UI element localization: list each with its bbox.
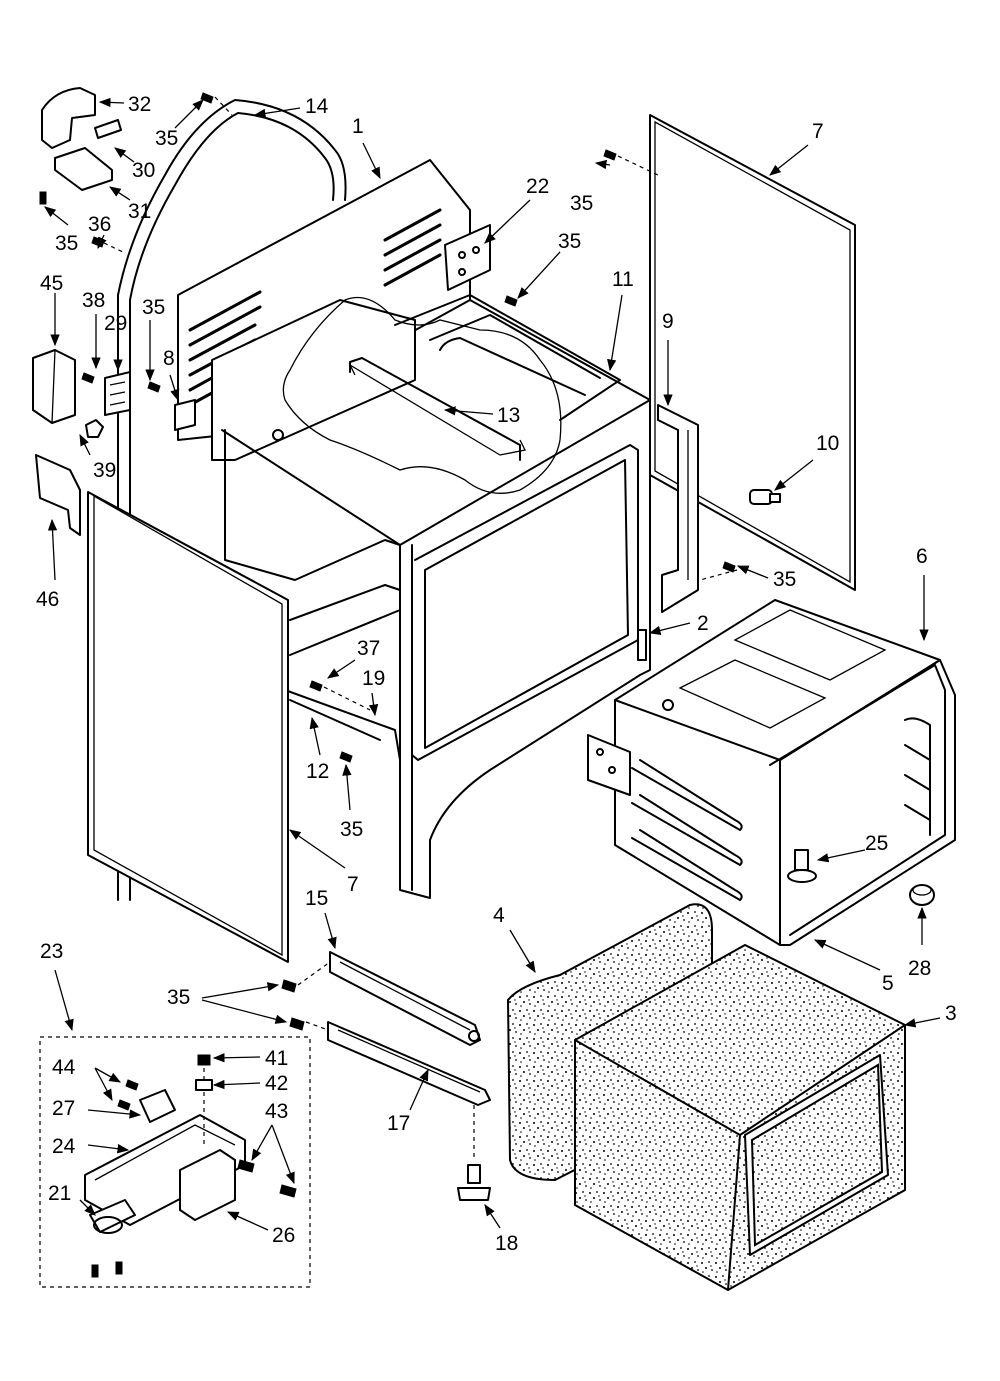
callout-10: 10 xyxy=(816,432,839,455)
callout-23: 23 xyxy=(40,940,63,963)
rod-13 xyxy=(349,357,521,461)
callout-35-h: 35 xyxy=(167,986,190,1009)
callout-22: 22 xyxy=(526,175,549,198)
side-panel-7-right xyxy=(649,114,856,591)
callout-7-left: 7 xyxy=(347,873,359,896)
callout-38: 38 xyxy=(82,289,105,312)
callout-5: 5 xyxy=(882,972,894,995)
callout-7-right: 7 xyxy=(812,120,824,143)
callout-14: 14 xyxy=(305,95,329,118)
insulation-3 xyxy=(574,943,906,1292)
igniter-assembly-23 xyxy=(39,1036,311,1288)
callout-25: 25 xyxy=(865,832,888,855)
leader-arrows xyxy=(44,97,941,1231)
cabinet-frame-1 xyxy=(177,159,651,899)
callout-29: 29 xyxy=(104,312,127,335)
pad-31 xyxy=(54,147,113,191)
callout-27: 27 xyxy=(52,1097,75,1120)
burner-pan-11 xyxy=(394,294,621,421)
callout-32: 32 xyxy=(128,93,151,116)
callout-42: 42 xyxy=(265,1072,288,1095)
callout-35-a: 35 xyxy=(155,127,178,150)
strip-30 xyxy=(94,119,122,139)
cover-45 xyxy=(32,349,76,424)
callout-45: 45 xyxy=(40,272,63,295)
oven-cavity-6 xyxy=(587,599,956,946)
callout-46: 46 xyxy=(36,588,59,611)
callout-44: 44 xyxy=(52,1056,76,1079)
rail-17 xyxy=(327,1021,491,1106)
callout-30: 30 xyxy=(132,159,155,182)
callout-6: 6 xyxy=(916,545,928,568)
callout-18: 18 xyxy=(495,1232,518,1255)
callout-37: 37 xyxy=(357,637,380,660)
callout-35-g: 35 xyxy=(340,818,363,841)
bracket-9 xyxy=(657,404,699,613)
callout-36: 36 xyxy=(88,213,111,236)
callout-35-b: 35 xyxy=(55,232,78,255)
callout-8: 8 xyxy=(163,347,175,370)
callout-43: 43 xyxy=(265,1100,288,1123)
callout-21: 21 xyxy=(48,1182,71,1205)
callout-35-f: 35 xyxy=(773,568,796,591)
callout-24: 24 xyxy=(52,1135,76,1158)
callout-4: 4 xyxy=(493,904,505,927)
callout-17: 17 xyxy=(387,1112,410,1135)
callout-31: 31 xyxy=(128,200,151,223)
callout-35-d: 35 xyxy=(570,192,593,215)
switch-10 xyxy=(749,489,781,505)
bracket-2 xyxy=(637,629,647,661)
callout-28: 28 xyxy=(908,957,931,980)
callout-15: 15 xyxy=(305,887,328,910)
callout-12: 12 xyxy=(306,760,329,783)
callout-2: 2 xyxy=(697,612,709,635)
leveling-leg-18 xyxy=(457,1105,491,1201)
block-8 xyxy=(174,399,196,431)
callout-26: 26 xyxy=(272,1224,295,1247)
hinge-plate-22 xyxy=(444,224,491,291)
frame-rail-14 xyxy=(117,99,347,901)
callout-13: 13 xyxy=(497,404,520,427)
callout-11: 11 xyxy=(612,268,634,291)
side-panel-7-left xyxy=(87,491,289,963)
callout-41: 41 xyxy=(265,1047,288,1070)
knob-28 xyxy=(909,884,935,906)
bracket-46 xyxy=(35,454,81,536)
callout-3: 3 xyxy=(945,1002,957,1025)
callout-35-e: 35 xyxy=(558,230,581,253)
callout-9: 9 xyxy=(662,310,674,333)
callout-19: 19 xyxy=(362,667,385,690)
nut-39 xyxy=(85,419,104,438)
callout-39: 39 xyxy=(93,459,116,482)
callout-35-c: 35 xyxy=(142,296,165,319)
clip-32 xyxy=(41,87,96,149)
callout-1: 1 xyxy=(352,115,364,138)
rail-15 xyxy=(329,951,481,1046)
callout-labels: 1 2 3 4 5 6 7 7 8 9 10 11 12 13 14 15 17… xyxy=(36,93,957,1255)
terminal-block-29 xyxy=(104,371,131,416)
